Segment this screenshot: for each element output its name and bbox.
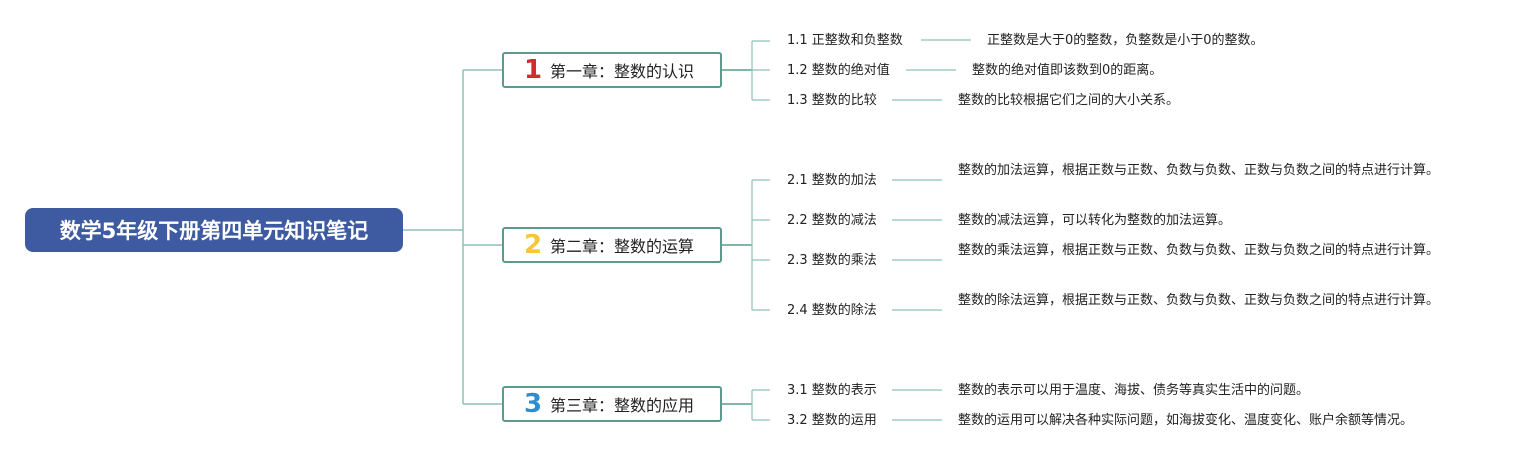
root-node[interactable]: 数学5年级下册第四单元知识笔记: [25, 208, 403, 252]
topic-2-3[interactable]: 2.3 整数的乘法: [787, 253, 877, 268]
chapter-title-1: 第一章：整数的认识: [550, 62, 695, 81]
detail-2-1[interactable]: 整数的加法运算，根据正数与正数、负数与负数、正数与负数之间的特点进行计算。: [958, 163, 1440, 178]
topic-1-1[interactable]: 1.1 正整数和负整数: [787, 33, 903, 48]
detail-3-2[interactable]: 整数的运用可以解决各种实际问题，如海拔变化、温度变化、账户余额等情况。: [958, 413, 1414, 428]
chapter-node-3[interactable]: 3 第三章：整数的应用: [502, 386, 722, 422]
chapter-node-1[interactable]: 1 第一章：整数的认识: [502, 52, 722, 88]
detail-1-1[interactable]: 正整数是大于0的整数，负整数是小于0的整数。: [987, 33, 1264, 48]
chapter-number-1: 1: [523, 55, 543, 85]
chapter-number-3: 3: [523, 389, 543, 419]
chapter-number-2: 2: [523, 230, 543, 260]
chapter-title-2: 第二章：整数的运算: [550, 237, 695, 256]
topic-2-1[interactable]: 2.1 整数的加法: [787, 173, 877, 188]
topic-2-4[interactable]: 2.4 整数的除法: [787, 303, 877, 318]
detail-1-2[interactable]: 整数的绝对值即该数到0的距离。: [972, 63, 1163, 78]
detail-3-1[interactable]: 整数的表示可以用于温度、海拔、债务等真实生活中的问题。: [958, 383, 1310, 398]
chapter-node-2[interactable]: 2 第二章：整数的运算: [502, 227, 722, 263]
detail-2-2[interactable]: 整数的减法运算，可以转化为整数的加法运算。: [958, 213, 1232, 228]
topic-3-1[interactable]: 3.1 整数的表示: [787, 383, 877, 398]
topic-2-2[interactable]: 2.2 整数的减法: [787, 213, 877, 228]
detail-2-4[interactable]: 整数的除法运算，根据正数与正数、负数与负数、正数与负数之间的特点进行计算。: [958, 293, 1440, 308]
topic-1-3[interactable]: 1.3 整数的比较: [787, 93, 877, 108]
topic-1-2[interactable]: 1.2 整数的绝对值: [787, 63, 890, 78]
detail-2-3[interactable]: 整数的乘法运算，根据正数与正数、负数与负数、正数与负数之间的特点进行计算。: [958, 243, 1440, 258]
root-title: 数学5年级下册第四单元知识笔记: [59, 219, 369, 243]
topic-3-2[interactable]: 3.2 整数的运用: [787, 413, 877, 428]
chapter-title-3: 第三章：整数的应用: [550, 396, 695, 415]
detail-1-3[interactable]: 整数的比较根据它们之间的大小关系。: [958, 93, 1180, 108]
